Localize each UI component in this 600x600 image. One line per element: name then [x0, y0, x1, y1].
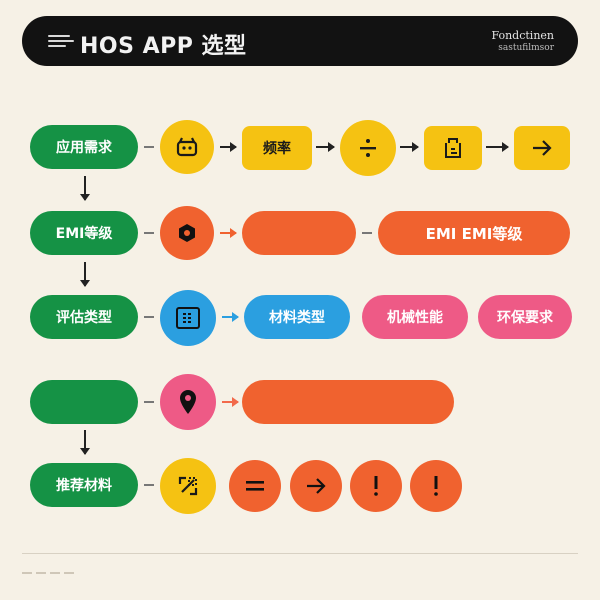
- header-bar: HOS APP 选型 Fondctinen sastufilmsor: [22, 16, 578, 66]
- dash-connector: [144, 484, 154, 486]
- dash-connector: [144, 401, 154, 403]
- dash-connector: [144, 232, 154, 234]
- node-orange-bar[interactable]: [242, 380, 454, 424]
- node-environmental-requirements[interactable]: 环保要求: [478, 295, 572, 339]
- arrow-connector: [400, 142, 419, 152]
- node-material-type[interactable]: 材料类型: [244, 295, 350, 339]
- cat-face-icon[interactable]: [160, 120, 214, 174]
- node-application-requirements[interactable]: 应用需求: [30, 125, 138, 169]
- hexagon-nut-icon[interactable]: [160, 206, 214, 260]
- node-evaluation-type[interactable]: 评估类型: [30, 295, 138, 339]
- dash-connector: [144, 146, 154, 148]
- header-subtitle: Fondctinen sastufilmsor: [491, 30, 554, 54]
- page-title: HOS APP 选型: [80, 34, 247, 59]
- dash-connector: [362, 232, 372, 234]
- exclamation-icon[interactable]: [350, 460, 402, 512]
- arrow-connector: [220, 142, 237, 152]
- down-arrow-connector: [80, 262, 90, 287]
- down-arrow-connector: [80, 176, 90, 201]
- location-pin-icon[interactable]: [160, 374, 216, 430]
- node-emi-bar[interactable]: [242, 211, 356, 255]
- menu-icon[interactable]: [48, 35, 74, 49]
- exclamation-icon[interactable]: [410, 460, 462, 512]
- arrow-right-icon[interactable]: [514, 126, 570, 170]
- arrow-connector: [486, 142, 509, 152]
- grid-panel-icon[interactable]: [160, 290, 216, 346]
- swap-icon[interactable]: [160, 458, 216, 514]
- footer-decoration: [22, 572, 82, 580]
- node-recommended-material[interactable]: 推荐材料: [30, 463, 138, 507]
- node-emi-level[interactable]: EMI等级: [30, 211, 138, 255]
- clipboard-icon[interactable]: [424, 126, 482, 170]
- arrow-connector: [220, 228, 237, 238]
- arrow-connector: [316, 142, 335, 152]
- header-subtitle-line1: Fondctinen: [491, 29, 554, 42]
- node-frequency[interactable]: 频率: [242, 126, 312, 170]
- equals-icon[interactable]: [229, 460, 281, 512]
- node-empty-step[interactable]: [30, 380, 138, 424]
- header-subtitle-line2: sastufilmsor: [498, 43, 554, 53]
- dash-connector: [144, 316, 154, 318]
- arrow-connector: [222, 397, 239, 407]
- arrow-connector: [222, 312, 239, 322]
- divide-icon[interactable]: [340, 120, 396, 176]
- footer-divider: [22, 553, 578, 554]
- arrow-right-icon[interactable]: [290, 460, 342, 512]
- node-mechanical-properties[interactable]: 机械性能: [362, 295, 468, 339]
- down-arrow-connector: [80, 430, 90, 455]
- node-emi-emi-level[interactable]: EMI EMI等级: [378, 211, 570, 255]
